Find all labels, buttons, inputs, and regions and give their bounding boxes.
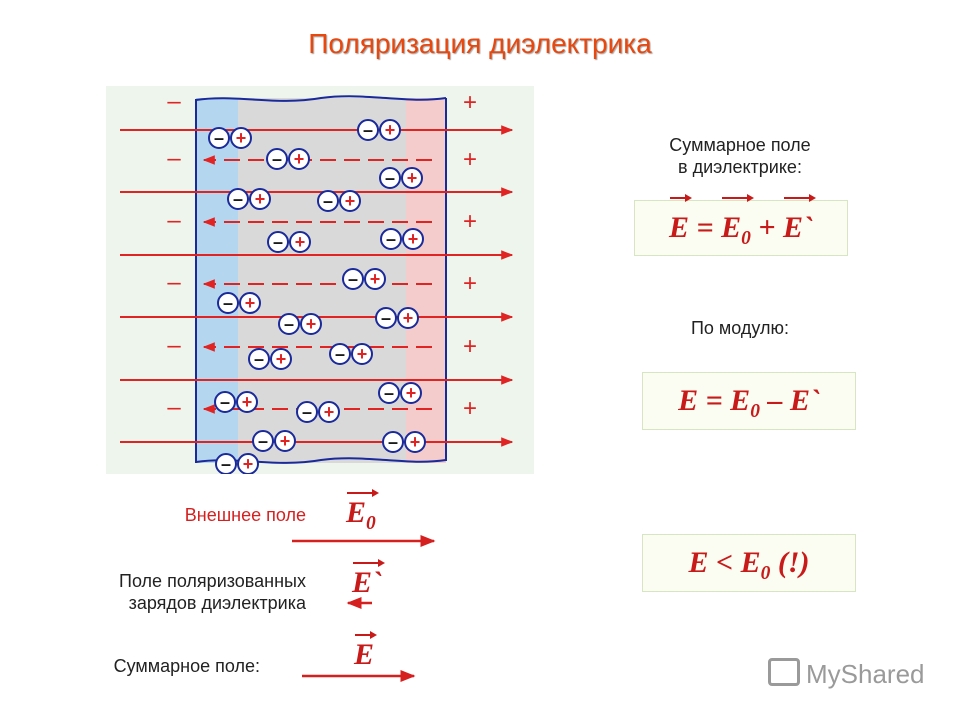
svg-text:+: + [280, 431, 291, 451]
svg-text:–: – [323, 191, 333, 211]
svg-text:+: + [243, 454, 254, 474]
total-field-symbol: E [354, 631, 378, 671]
dipole: –+ [227, 188, 271, 210]
external-field-symbol: E0 [346, 489, 379, 534]
svg-text:–: – [386, 229, 396, 249]
dipole: –+ [215, 453, 259, 474]
svg-text:+: + [306, 314, 317, 334]
svg-text:+: + [236, 128, 247, 148]
equals-sign: = [689, 211, 722, 244]
dipole: –+ [378, 382, 422, 404]
svg-text:–: – [385, 168, 395, 188]
svg-text:+: + [385, 120, 396, 140]
plus-sign: + [750, 211, 783, 244]
svg-text:–: – [221, 454, 231, 474]
polarized-field-label: Поле поляризованных зарядов диэлектрика [119, 571, 306, 613]
svg-text:+: + [276, 349, 287, 369]
svg-text:–: – [223, 293, 233, 313]
svg-text:–: – [363, 120, 373, 140]
svg-text:–: – [258, 431, 268, 451]
svg-text:–: – [214, 128, 224, 148]
polarization-diagram: –+–+–+–+–+–+ –+–+–+–+–+–+–+–+–+–+–+–+–+–… [106, 86, 534, 474]
svg-text:–: – [273, 232, 283, 252]
svg-text:–: – [220, 392, 230, 412]
dipole: –+ [266, 148, 310, 170]
svg-text:+: + [295, 232, 306, 252]
positive-sign: + [463, 208, 477, 235]
dipole: –+ [252, 430, 296, 452]
svg-text:+: + [345, 191, 356, 211]
svg-text:–: – [384, 383, 394, 403]
formula-inequality: E < E0 (!) [642, 534, 856, 592]
svg-text:–: – [272, 149, 282, 169]
dipole: –+ [382, 431, 426, 453]
svg-text:+: + [403, 308, 414, 328]
svg-text:–: – [284, 314, 294, 334]
negative-sign: – [167, 332, 181, 359]
negative-sign: – [167, 88, 181, 115]
vector-e: E [669, 194, 693, 255]
dipole: –+ [214, 391, 258, 413]
svg-text:+: + [406, 383, 417, 403]
polarized-field-symbol: E` [352, 559, 385, 599]
svg-text:+: + [294, 149, 305, 169]
vector-e-prime: E` [783, 194, 816, 255]
dipole: –+ [248, 348, 292, 370]
svg-text:+: + [407, 168, 418, 188]
total-field-legend-label: Суммарное поле: [113, 656, 260, 676]
svg-text:+: + [245, 293, 256, 313]
positive-sign: + [463, 89, 477, 116]
dipole: –+ [317, 190, 361, 212]
negative-sign: – [167, 269, 181, 296]
dipole: –+ [217, 292, 261, 314]
modulus-label: По модулю: [690, 318, 790, 338]
negative-sign: – [167, 145, 181, 172]
svg-text:–: – [348, 269, 358, 289]
svg-text:–: – [335, 344, 345, 364]
svg-text:+: + [408, 229, 419, 249]
svg-text:+: + [242, 392, 253, 412]
vector-e0: E0 [721, 194, 754, 266]
plate-signs: –+–+–+–+–+–+ [167, 88, 477, 422]
svg-text:–: – [233, 189, 243, 209]
field-lines [120, 125, 514, 447]
dipoles: –+–+–+–+–+–+–+–+–+–+–+–+–+–+–+–+–+–+–+–+ [208, 119, 426, 474]
dipole: –+ [278, 313, 322, 335]
total-field-label: Суммарное поле в диэлектрике: [669, 135, 811, 177]
dipole: –+ [296, 401, 340, 423]
dipole: –+ [208, 127, 252, 149]
dipole: –+ [357, 119, 401, 141]
negative-sign: – [167, 207, 181, 234]
formula-modulus: E = E0 – E` [642, 372, 856, 430]
svg-text:+: + [357, 344, 368, 364]
svg-text:–: – [302, 402, 312, 422]
positive-sign: + [463, 270, 477, 297]
formula-vector-sum: E = E0 + E` [634, 194, 848, 256]
svg-text:–: – [254, 349, 264, 369]
positive-sign: + [463, 146, 477, 173]
svg-text:+: + [255, 189, 266, 209]
negative-sign: – [167, 394, 181, 421]
dipole: –+ [380, 228, 424, 250]
external-field-label: Внешнее поле [184, 505, 306, 525]
watermark: MyShared [768, 658, 925, 690]
svg-text:+: + [410, 432, 421, 452]
dipole: –+ [379, 167, 423, 189]
dipole: –+ [267, 231, 311, 253]
watermark-icon [768, 658, 800, 686]
svg-text:–: – [388, 432, 398, 452]
svg-text:+: + [324, 402, 335, 422]
dipole: –+ [329, 343, 373, 365]
positive-sign: + [463, 333, 477, 360]
dipole: –+ [342, 268, 386, 290]
svg-text:–: – [381, 308, 391, 328]
dipole: –+ [375, 307, 419, 329]
svg-text:+: + [370, 269, 381, 289]
positive-sign: + [463, 395, 477, 422]
page-title: Поляризация диэлектрика [308, 28, 652, 59]
legend-arrows [292, 535, 436, 682]
